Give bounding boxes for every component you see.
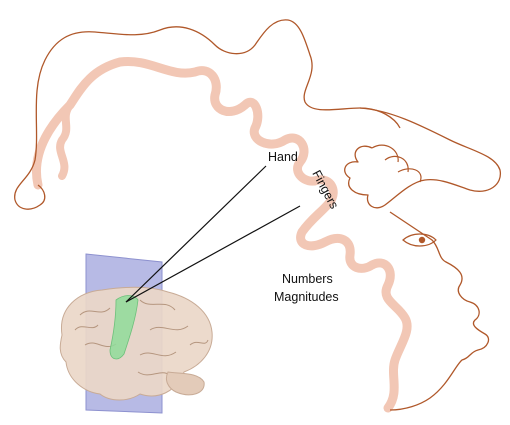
brain-cerebellum [165, 371, 205, 396]
homunculus-body-outline [14, 19, 401, 201]
homunculus-face-outline [389, 211, 490, 411]
brain-highlight-strip [109, 295, 139, 360]
label-hand: Hand [268, 150, 298, 164]
label-magnitudes: Magnitudes [274, 290, 339, 304]
homunculus-hand-outline [344, 107, 501, 209]
label-numbers: Numbers [282, 272, 333, 286]
brain-body [59, 286, 213, 401]
homunculus-fingers-outline [371, 144, 422, 183]
homunculus-eye [402, 233, 437, 247]
cortex-band [32, 56, 412, 413]
cortex-fold-left [56, 101, 74, 180]
homunculus-pupil [418, 236, 426, 244]
leader-line-fingers [125, 205, 301, 303]
brain-illustration [59, 253, 213, 414]
homunculus-foot [14, 184, 46, 210]
leader-line-hand [125, 165, 267, 303]
brain-gyri [74, 299, 209, 376]
